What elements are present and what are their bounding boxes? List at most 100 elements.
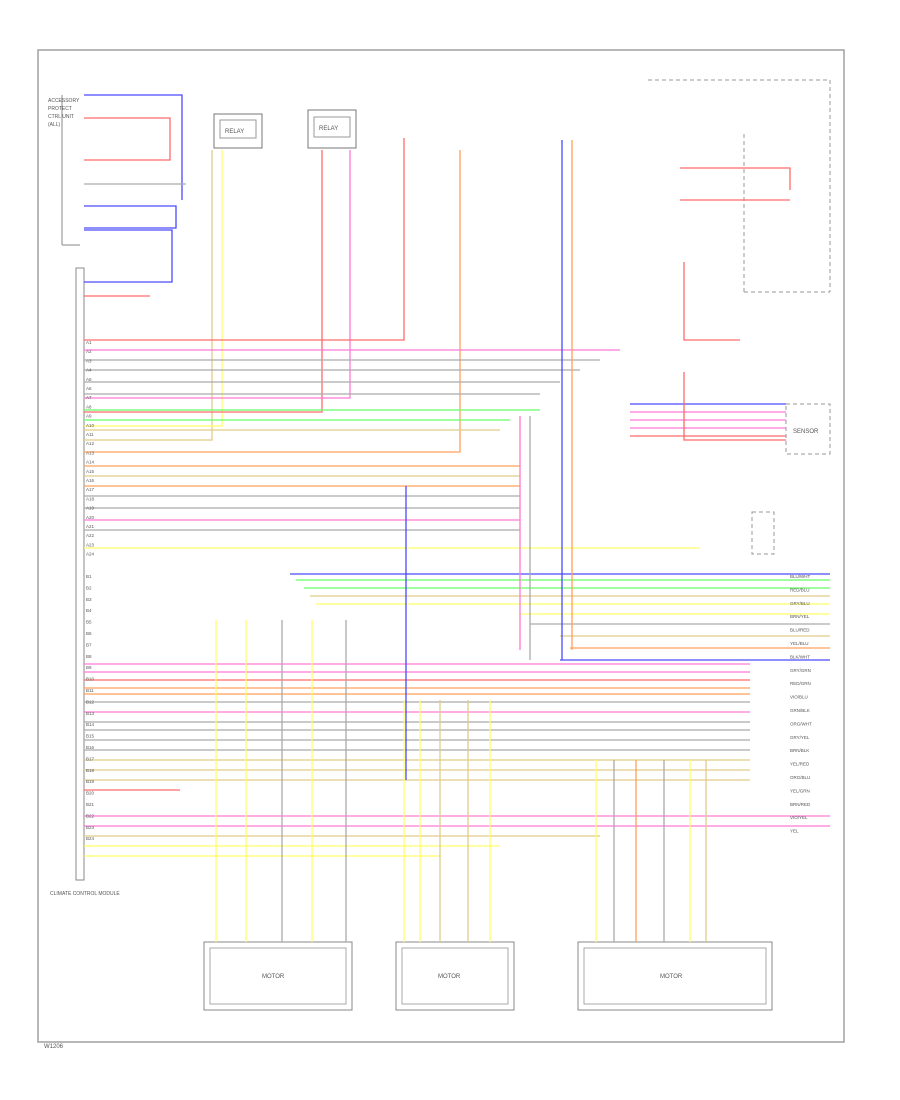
pin-label: B9 xyxy=(86,665,92,670)
pin-label: B22 xyxy=(86,813,95,818)
svg-text:PROTECT: PROTECT xyxy=(48,106,72,112)
pin-label: A2 xyxy=(86,349,92,354)
wire-right-red-1 xyxy=(680,167,791,190)
relay-top-mid: RELAY xyxy=(307,109,357,149)
wire-tag: BRN/BLK xyxy=(790,748,809,753)
pin-label: B20 xyxy=(86,791,95,796)
wire-orange-fuse xyxy=(84,150,461,453)
pin-label: B10 xyxy=(86,677,95,682)
pin-label: B6 xyxy=(86,631,92,636)
wire-blue-down xyxy=(84,229,173,283)
wire-tag: YEL/RED xyxy=(790,762,810,767)
motor-mid-label: MOTOR xyxy=(438,974,461,980)
diagram-frame xyxy=(37,49,845,1043)
wire-tag: VIO/BLU xyxy=(790,695,808,700)
pin-label: A6 xyxy=(86,386,92,391)
pin-label: A22 xyxy=(86,533,95,538)
wire-tan-relay-left xyxy=(84,150,213,441)
pin-label: A15 xyxy=(86,469,95,474)
sensor-right-label: SENSOR xyxy=(793,429,819,435)
pin-label: B5 xyxy=(86,620,92,625)
wire-right-red-3 xyxy=(683,262,740,341)
pin-label: B16 xyxy=(86,745,95,750)
wire-tag: ORG/WHT xyxy=(790,721,812,726)
pin-label: A11 xyxy=(86,432,94,437)
wire-tag: ORG/BLU xyxy=(790,775,810,780)
wire-tag: GRY/BLU xyxy=(790,601,810,606)
wire-blue-loop xyxy=(84,205,177,229)
pin-label: B7 xyxy=(86,642,92,647)
wire-tag: YEL/GRN xyxy=(790,788,810,793)
wire-tag: BLU/RED xyxy=(790,628,810,633)
wire-tag: VIO/YEL xyxy=(790,815,808,820)
motor-mid-actuator: MOTOR xyxy=(395,941,515,1011)
wire-tags: BLU/WHT RED/BLU GRY/BLU BRN/YEL BLU/RED YEL/B… xyxy=(790,574,812,834)
wire-tag: RED/GRN xyxy=(790,681,811,686)
motor-right-label: MOTOR xyxy=(660,974,683,980)
pin-label: B23 xyxy=(86,825,95,830)
wire-right-red-4 xyxy=(683,372,786,441)
pin-label: A20 xyxy=(86,515,95,520)
top-left-connector: ACCESSORY PROTECT CTRL UNIT (ALL) xyxy=(48,95,80,246)
motor-left-actuator: MOTOR xyxy=(203,941,353,1011)
wire-tag: GRN/BLK xyxy=(790,708,810,713)
pin-label: B17 xyxy=(86,756,95,761)
pin-label: A16 xyxy=(86,478,95,483)
wire-tag: YEL/BLU xyxy=(790,641,809,646)
pin-label: B13 xyxy=(86,711,95,716)
pin-label: A9 xyxy=(86,414,92,419)
pin-label: B3 xyxy=(86,597,92,602)
pin-label: A4 xyxy=(86,368,92,373)
pin-labels: A1A2A3A4A5A6A7A8A9A10A11A12A13A14A15A16A… xyxy=(86,340,95,841)
motor-right-actuator: MOTOR xyxy=(577,941,773,1011)
wire-red-relay-mid xyxy=(84,150,323,413)
wire-tag: GRY/YEL xyxy=(790,735,810,740)
pin-label: A23 xyxy=(86,542,95,547)
svg-text:CTRL UNIT: CTRL UNIT xyxy=(48,114,74,120)
wire-tag: BRN/YEL xyxy=(790,614,810,619)
pin-label: A1 xyxy=(86,340,92,345)
relay-top-mid-label: RELAY xyxy=(319,126,338,132)
pin-label: A17 xyxy=(86,487,95,492)
wire-tag: YEL xyxy=(790,829,799,834)
pin-label: A24 xyxy=(86,552,95,557)
pin-label: A7 xyxy=(86,395,92,400)
relay-top-left-label: RELAY xyxy=(225,129,244,135)
pin-label: B19 xyxy=(86,779,95,784)
pin-label: B12 xyxy=(86,699,95,704)
wire-blue-top xyxy=(84,94,183,200)
pin-label: B2 xyxy=(86,585,92,590)
right-upper-box xyxy=(648,79,831,293)
pin-label: A3 xyxy=(86,358,92,363)
sensor-right-box: SENSOR xyxy=(785,403,831,455)
svg-text:ACCESSORY: ACCESSORY xyxy=(48,98,80,104)
pin-label: A8 xyxy=(86,404,92,409)
pin-label: B14 xyxy=(86,722,95,727)
wire-tag: GRY/GRN xyxy=(790,668,811,673)
pin-label: A13 xyxy=(86,450,95,455)
control-module: CLIMATE CONTROL MODULE xyxy=(50,267,120,897)
motor-left-label: MOTOR xyxy=(262,974,285,980)
wire-red-fuse xyxy=(84,138,405,341)
pin-label: A21 xyxy=(86,524,95,529)
wire-pink-relay-mid xyxy=(84,150,351,399)
wire-tag: RED/BLU xyxy=(790,587,810,592)
wire-red-top xyxy=(84,117,171,161)
relay-top-left: RELAY xyxy=(213,113,263,149)
pin-label: A18 xyxy=(86,496,95,501)
wires xyxy=(84,94,830,942)
pin-label: B15 xyxy=(86,734,95,739)
wire-tag: BLU/WHT xyxy=(790,574,811,579)
switch-right-box xyxy=(751,511,775,555)
control-module-label: CLIMATE CONTROL MODULE xyxy=(50,891,120,897)
figure-id: W1206 xyxy=(44,1044,64,1050)
svg-text:(ALL): (ALL) xyxy=(48,122,61,128)
pin-label: B24 xyxy=(86,836,95,841)
wire-yellow-relay-left xyxy=(84,150,223,427)
pin-label: B8 xyxy=(86,654,92,659)
pin-label: B18 xyxy=(86,768,95,773)
wire-tag: BLK/WHT xyxy=(790,654,810,659)
wire-tag: BRN/RED xyxy=(790,802,811,807)
pin-label: B1 xyxy=(86,574,92,579)
